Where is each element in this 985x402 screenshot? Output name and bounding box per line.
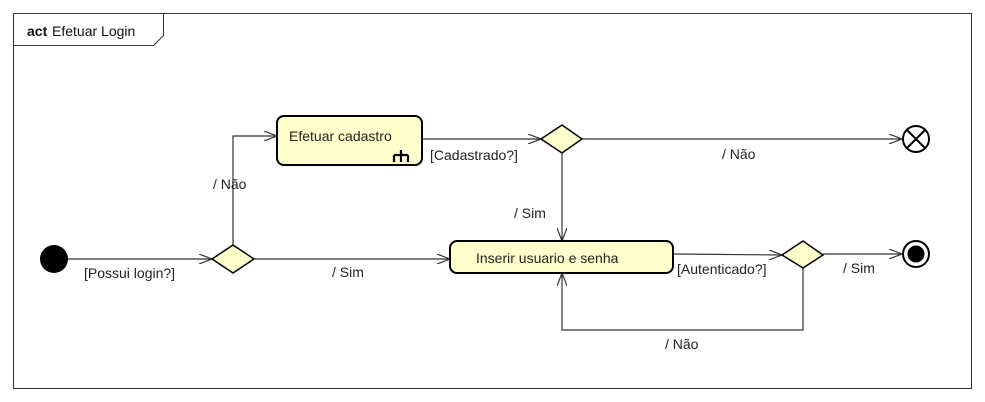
rake-subactivity-icon (392, 150, 410, 162)
label-sim-to-inserir: / Sim (332, 264, 364, 280)
label-nao-to-cadastro: / Não (213, 176, 247, 192)
label-sim-to-final: / Sim (843, 260, 875, 276)
label-nao-loop: / Não (665, 336, 699, 352)
frame-tab (13, 13, 164, 46)
edge-nao-loop (562, 268, 804, 331)
initial-node (40, 245, 68, 273)
diagram-frame (13, 13, 972, 389)
guard-autenticado: [Autenticado?] (677, 261, 767, 277)
frame-title: Efetuar Login (52, 23, 135, 39)
label-sim-cadastrado: / Sim (514, 205, 546, 221)
label-nao-to-flow-final: / Não (722, 146, 756, 162)
action-efetuar-cadastro[interactable]: Efetuar cadastro (276, 115, 423, 166)
decision-cadastrado (539, 124, 584, 154)
action-efetuar-cadastro-label: Efetuar cadastro (289, 128, 392, 144)
frame-keyword: act (27, 23, 48, 39)
decision-autenticado (780, 240, 825, 269)
guard-cadastrado: [Cadastrado?] (430, 147, 518, 163)
action-inserir-usuario-senha[interactable]: Inserir usuario e senha (449, 240, 674, 274)
edge-inserir-to-decision (673, 254, 782, 255)
activity-final-node (902, 240, 930, 268)
flow-final-node (902, 125, 930, 153)
edge-decision-to-cadastro (232, 136, 277, 245)
action-inserir-usuario-senha-label: Inserir usuario e senha (476, 250, 619, 266)
guard-possui-login: [Possui login?] (84, 265, 175, 281)
decision-possui-login (210, 244, 256, 274)
